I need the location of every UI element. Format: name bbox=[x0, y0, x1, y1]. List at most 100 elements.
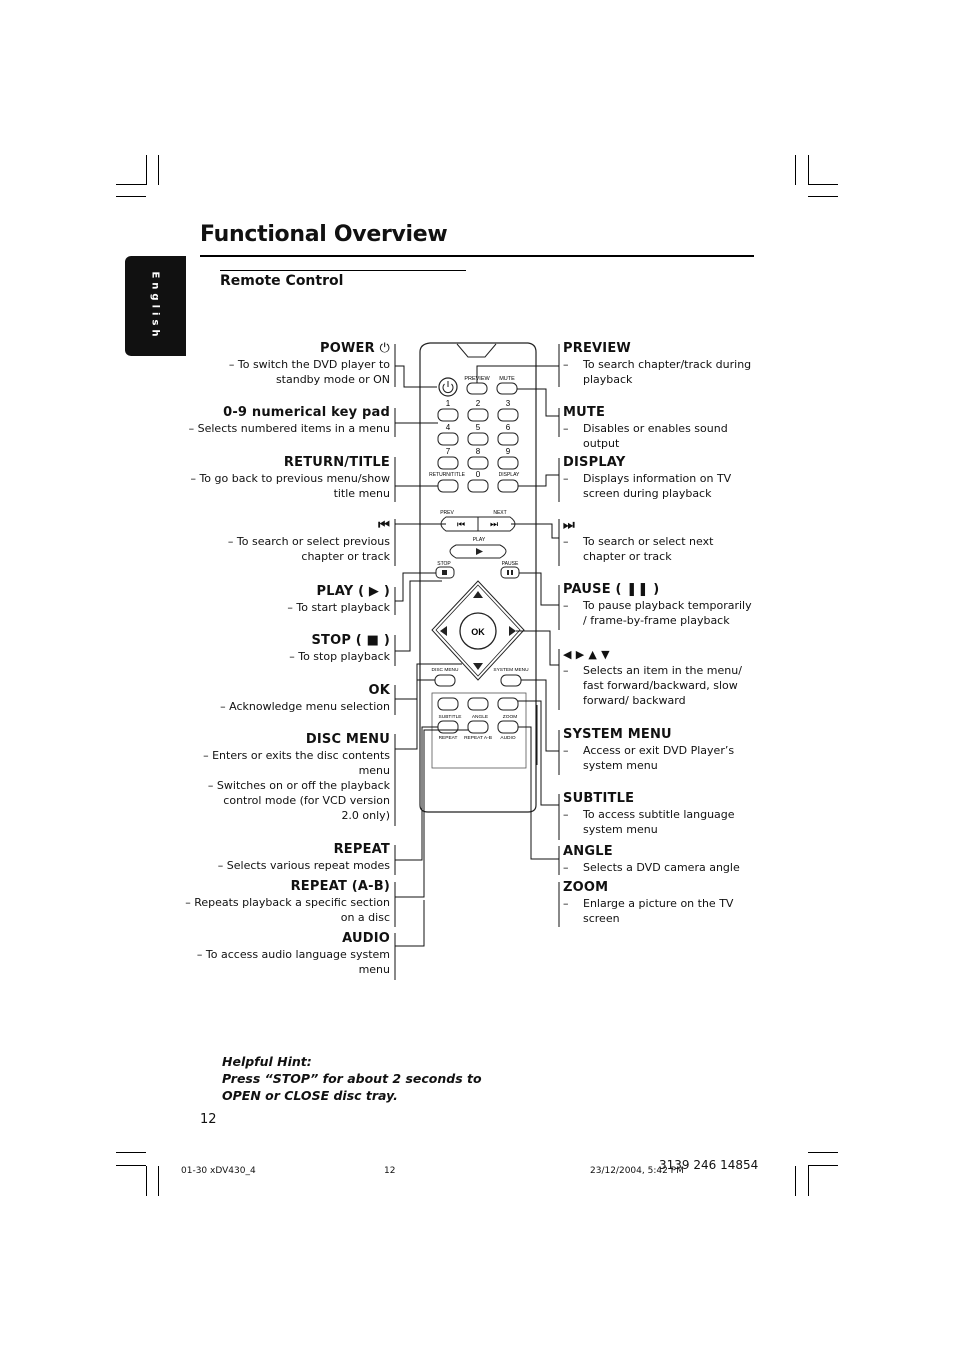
remote-key-0 bbox=[467, 479, 489, 493]
remote-digit-7: 7 bbox=[446, 447, 451, 456]
page-number: 12 bbox=[200, 1112, 217, 1127]
remote-system-menu-label: SYSTEM MENU bbox=[493, 667, 529, 673]
remote-display-button bbox=[497, 479, 519, 493]
label-mute: MUTE Disables or enables sound output bbox=[563, 405, 763, 451]
remote-prev-label: PREV bbox=[440, 510, 454, 516]
crop-mark bbox=[116, 184, 146, 185]
disc-menu-desc-1: – Enters or exits the disc contents bbox=[203, 749, 390, 762]
remote-repeat-button bbox=[437, 720, 459, 734]
power-desc-2: standby mode or ON bbox=[275, 373, 390, 386]
repeat-title: REPEAT bbox=[333, 842, 390, 857]
remote-preview-button bbox=[466, 382, 488, 395]
remote-angle-button bbox=[467, 697, 489, 711]
play-title: PLAY ( ▶ ) bbox=[316, 584, 390, 599]
remote-digit-8: 8 bbox=[476, 447, 481, 456]
section-title: Remote Control bbox=[220, 273, 344, 289]
title-rule bbox=[200, 255, 754, 257]
return-desc-1: – To go back to previous menu/show bbox=[190, 472, 390, 485]
label-keypad: 0-9 numerical key pad – Selects numbered… bbox=[189, 405, 390, 436]
stop-desc-1: – To stop playback bbox=[289, 650, 390, 663]
arrows-icon: ◀ ▶ ▲ ▼ bbox=[563, 648, 610, 661]
mute-desc: Disables or enables sound output bbox=[563, 421, 763, 451]
crop-mark bbox=[158, 1166, 159, 1196]
display-desc: Displays information on TV screen during… bbox=[563, 471, 755, 501]
hint-line-2: OPEN or CLOSE disc tray. bbox=[222, 1088, 398, 1103]
prev-icon: ⏮ bbox=[378, 518, 390, 533]
prev-desc-2: chapter or track bbox=[301, 550, 390, 563]
helpful-hint: Helpful Hint: Press “STOP” for about 2 s… bbox=[222, 1053, 482, 1104]
remote-subtitle-button bbox=[437, 697, 459, 711]
remote-zoom-button bbox=[497, 697, 519, 711]
label-pause: PAUSE ( ❚❚ ) To pause playback temporari… bbox=[563, 582, 755, 628]
language-tab: English bbox=[125, 256, 186, 356]
remote-return-button bbox=[437, 479, 459, 493]
crop-mark bbox=[808, 196, 838, 197]
remote-disc-menu-label: DISC MENU bbox=[432, 667, 459, 673]
audio-desc-1: – To access audio language system bbox=[196, 948, 390, 961]
zoom-desc: Enlarge a picture on the TV screen bbox=[563, 896, 755, 926]
audio-desc-2: menu bbox=[358, 963, 390, 976]
footer-left: 01-30 xDV430_4 bbox=[181, 1166, 256, 1176]
crop-mark bbox=[808, 184, 838, 185]
remote-right-arrow bbox=[509, 626, 516, 636]
play-desc-1: – To start playback bbox=[287, 601, 390, 614]
remote-key-9 bbox=[497, 456, 519, 470]
part-number: 3139 246 14854 bbox=[659, 1158, 759, 1172]
remote-ok-label: OK bbox=[471, 627, 485, 637]
remote-next-icon: ⏭ bbox=[490, 519, 498, 529]
crop-mark bbox=[808, 155, 809, 185]
remote-key-8 bbox=[467, 456, 489, 470]
zoom-title: ZOOM bbox=[563, 880, 609, 895]
remote-return-label: RETURN/TITLE bbox=[429, 472, 466, 478]
next-icon: ⏭ bbox=[563, 518, 575, 533]
prev-desc-1: – To search or select previous bbox=[227, 535, 390, 548]
remote-system-menu-button bbox=[500, 674, 522, 687]
label-prev: ⏮ – To search or select previous chapter… bbox=[228, 518, 390, 564]
remote-digit-3: 3 bbox=[506, 399, 511, 408]
crop-mark bbox=[116, 1152, 146, 1153]
remote-key-6 bbox=[497, 432, 519, 446]
label-stop: STOP ( ■ ) – To stop playback bbox=[289, 633, 390, 664]
repeat-ab-title: REPEAT (A-B) bbox=[290, 879, 390, 894]
angle-title: ANGLE bbox=[563, 844, 613, 859]
remote-mute-label: MUTE bbox=[499, 376, 515, 382]
disc-menu-desc-3: – Switches on or off the playback bbox=[207, 779, 390, 792]
pause-title: PAUSE ( ❚❚ ) bbox=[563, 582, 660, 597]
label-audio: AUDIO – To access audio language system … bbox=[197, 931, 390, 977]
system-menu-desc: Access or exit DVD Player’s system menu bbox=[563, 743, 755, 773]
display-title: DISPLAY bbox=[563, 455, 626, 470]
remote-audio-label: AUDIO bbox=[500, 735, 515, 741]
remote-audio-button bbox=[497, 720, 519, 734]
label-preview: PREVIEW To search chapter/track during p… bbox=[563, 341, 755, 387]
remote-digit-2: 2 bbox=[476, 399, 481, 408]
disc-menu-desc-4: control mode (for VCD version bbox=[223, 794, 390, 807]
label-repeat: REPEAT – Selects various repeat modes bbox=[218, 842, 390, 873]
remote-digit-0: 0 bbox=[476, 470, 481, 479]
disc-menu-title: DISC MENU bbox=[305, 732, 390, 747]
crop-mark bbox=[116, 1165, 146, 1166]
remote-key-1 bbox=[437, 408, 459, 422]
label-subtitle: SUBTITLE To access subtitle language sys… bbox=[563, 791, 755, 837]
preview-desc: To search chapter/track during playback bbox=[563, 357, 755, 387]
remote-key-5 bbox=[467, 432, 489, 446]
repeat-desc-1: – Selects various repeat modes bbox=[217, 859, 390, 872]
disc-menu-desc-5: 2.0 only) bbox=[341, 809, 390, 822]
remote-ok-button bbox=[459, 612, 497, 650]
label-disc-menu: DISC MENU – Enters or exits the disc con… bbox=[203, 732, 390, 823]
label-next: ⏭ To search or select next chapter or tr… bbox=[563, 518, 755, 564]
next-desc: To search or select next chapter or trac… bbox=[563, 534, 755, 564]
remote-digit-1: 1 bbox=[446, 399, 451, 408]
ok-title: OK bbox=[368, 683, 390, 698]
preview-title: PREVIEW bbox=[563, 341, 631, 356]
remote-stop-label: STOP bbox=[437, 561, 451, 567]
power-title: POWER ⏻ bbox=[319, 341, 390, 356]
remote-play-label: PLAY bbox=[473, 537, 486, 543]
hint-title: Helpful Hint: bbox=[222, 1054, 312, 1069]
remote-digit-4: 4 bbox=[446, 423, 451, 432]
label-system-menu: SYSTEM MENU Access or exit DVD Player’s … bbox=[563, 727, 755, 773]
crop-mark bbox=[116, 196, 146, 197]
remote-angle-label: ANGLE bbox=[472, 714, 488, 720]
remote-zoom-label: ZOOM bbox=[503, 714, 517, 720]
crop-mark bbox=[158, 155, 159, 185]
